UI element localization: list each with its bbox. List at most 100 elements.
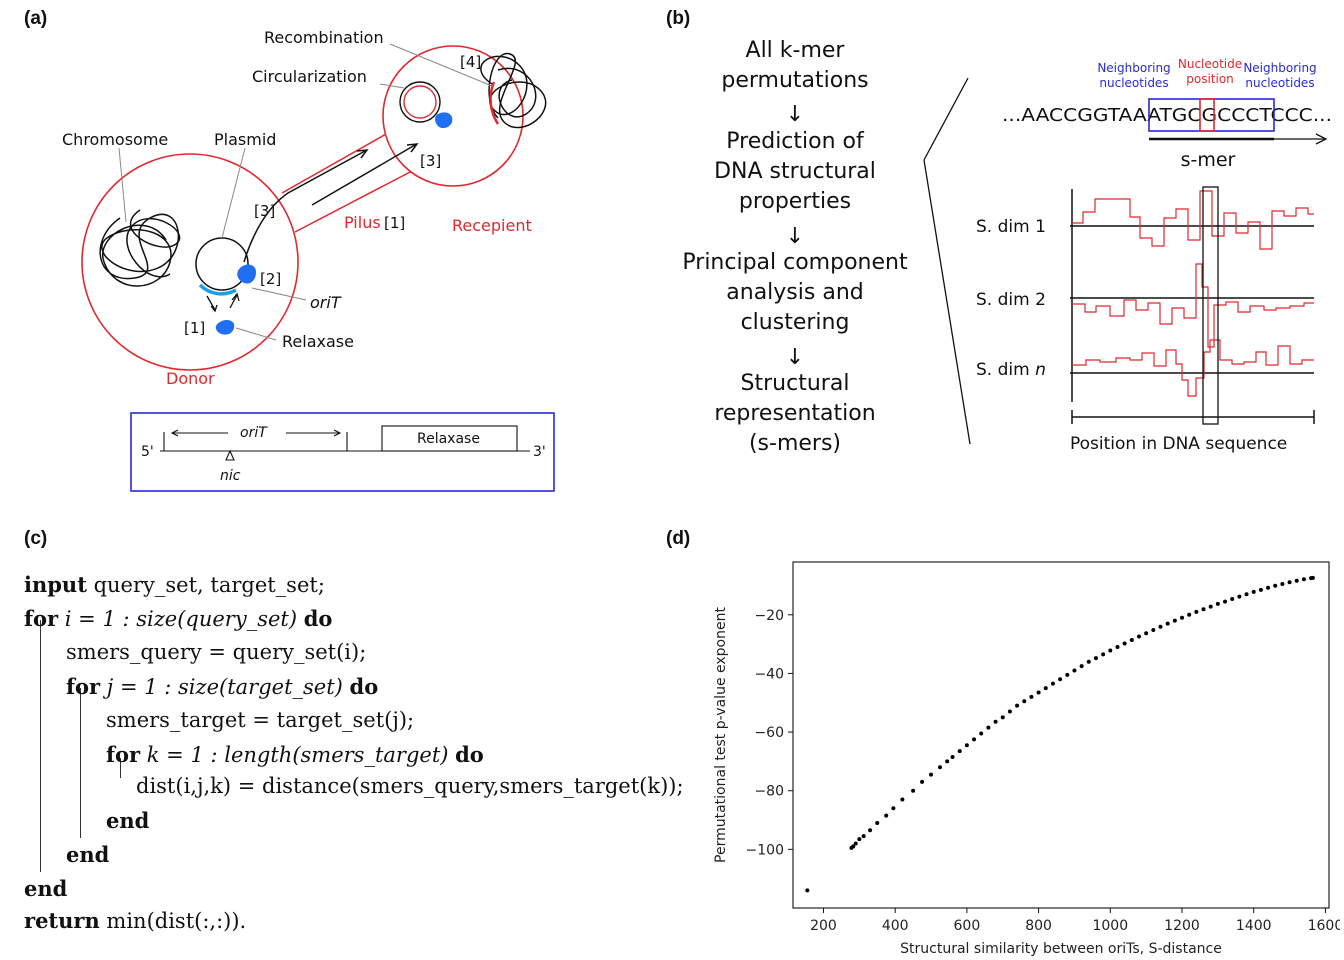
gene-map-five-prime: 5' — [141, 444, 154, 460]
x-tick-label: 600 — [954, 918, 981, 934]
flow-step-4-line-2: representation — [714, 401, 876, 426]
label-orit: oriT — [310, 293, 342, 312]
scatter-point — [1310, 575, 1315, 580]
pilus-tube — [281, 124, 413, 233]
code-line-for-j: for j = 1 : size(target_set) do — [66, 674, 378, 699]
scatter-point — [1079, 664, 1084, 669]
relaxase-recipient-icon — [435, 112, 453, 129]
scatter-point — [986, 725, 991, 730]
for-i-range: i = 1 : size(query_set) — [58, 607, 304, 631]
scatter-point — [853, 841, 858, 846]
recombination-mark — [489, 81, 500, 125]
scatter-point — [1244, 592, 1249, 597]
scatter-point — [1294, 578, 1299, 583]
scatter-point — [1158, 624, 1163, 629]
scatter-point — [1086, 659, 1091, 664]
scatter-point — [1093, 656, 1098, 661]
scatter-point — [891, 806, 896, 811]
scatter-point — [972, 737, 977, 742]
scatter-point — [1180, 615, 1185, 620]
transfer-strand-2 — [311, 144, 416, 206]
plot-area — [792, 561, 1330, 909]
signal-dim2 — [1072, 263, 1314, 348]
code-line-for-i: for i = 1 : size(query_set) do — [24, 606, 332, 631]
y-tick-label: −100 — [746, 842, 784, 858]
scatter-points — [805, 575, 1315, 893]
x-tick-label: 1600 — [1308, 918, 1340, 934]
gene-map-three-prime: 3' — [533, 444, 546, 460]
scatter-point — [1101, 652, 1106, 657]
sequence-arrowhead — [1315, 133, 1328, 145]
scatter-point — [929, 772, 934, 777]
indent-bar-inner — [120, 758, 121, 778]
code-line-return: return min(dist(:,:)). — [24, 908, 246, 933]
gene-map-orit: oriT — [240, 425, 268, 441]
scatter-point — [1136, 634, 1141, 639]
donor-chromosome — [99, 209, 181, 287]
label-step1: [1] — [184, 319, 205, 337]
scatter-point — [900, 797, 905, 802]
label-nucleotide-position-1: Nucleotide — [1178, 57, 1242, 71]
label-donor: Donor — [166, 369, 215, 388]
scatter-point — [1007, 709, 1012, 714]
flow-step-2-line-3: properties — [738, 189, 852, 214]
scatter-point — [884, 813, 889, 818]
x-axis-label: Structural similarity between oriTs, S-d… — [900, 941, 1222, 957]
recipient-plasmid-inner — [403, 85, 437, 119]
leader-lines — [118, 43, 493, 341]
scatter-point — [1065, 672, 1070, 677]
code-line-input: input query_set, target_set; — [24, 572, 325, 597]
signal-dimn — [1072, 339, 1314, 397]
scatter-point — [1172, 618, 1177, 623]
scatter-point — [1287, 580, 1292, 585]
x-tick-label: 400 — [882, 918, 909, 934]
position-axis-label: Position in DNA sequence — [1070, 434, 1287, 454]
panel-label-b: (b) — [666, 8, 691, 29]
x-tick-label: 1200 — [1164, 918, 1200, 934]
donor-plasmid — [195, 237, 249, 291]
kw-return: return — [24, 908, 100, 933]
x-tick-label: 800 — [1025, 918, 1052, 934]
kw-end-j: end — [66, 842, 110, 867]
label-circularization: Circularization — [252, 67, 367, 86]
x-tick-label: 1400 — [1236, 918, 1272, 934]
code-line-smers-query: smers_query = query_set(i); — [66, 640, 367, 664]
relaxase-attached-icon — [237, 264, 256, 284]
kw-for-k: for — [106, 742, 141, 767]
scatter-point — [964, 743, 969, 748]
y-ticks: −100−80−60−40−20 — [746, 608, 793, 858]
gene-map-relaxase: Relaxase — [417, 431, 480, 447]
panel-label-a: (a) — [24, 8, 48, 29]
for-k-range: k = 1 : length(smers_target) — [140, 743, 456, 767]
label-step4: [4] — [460, 53, 481, 71]
label-neighboring-left-2: nucleotides — [1099, 76, 1168, 90]
scatter-point — [993, 719, 998, 724]
scatter-point — [861, 834, 866, 839]
flow-arrow-2: ↓ — [785, 224, 805, 249]
code-line-end-j: end — [66, 842, 109, 867]
label-recepient: Recepient — [452, 216, 532, 235]
label-step3-recipient: [3] — [420, 152, 441, 170]
kw-end-i: end — [24, 876, 68, 901]
smer-illustration: Neighboring nucleotides Nucleotide posit… — [923, 57, 1332, 454]
scatter-point — [1043, 686, 1048, 691]
flow-step-3-line-3: clustering — [740, 310, 850, 335]
label-neighboring-right-2: nucleotides — [1245, 76, 1314, 90]
track-label-dimn-var: n — [1035, 360, 1046, 380]
scatter-point — [1115, 645, 1120, 650]
code-line-smers-target: smers_target = target_set(j); — [106, 708, 415, 732]
position-axis — [1071, 410, 1315, 424]
scatter-point — [945, 759, 950, 764]
label-neighboring-right-1: Neighboring — [1243, 61, 1316, 75]
scatter-point — [1208, 604, 1213, 609]
y-tick-label: −60 — [754, 725, 784, 741]
scatter-point — [1251, 589, 1256, 594]
scatter-point — [1237, 594, 1242, 599]
relaxase-free-icon — [215, 320, 235, 335]
donor-cell — [81, 153, 299, 371]
scatter-point — [805, 888, 810, 893]
scatter-point — [1201, 607, 1206, 612]
x-tick-label: 1000 — [1092, 918, 1128, 934]
kw-do-k: do — [455, 742, 484, 767]
